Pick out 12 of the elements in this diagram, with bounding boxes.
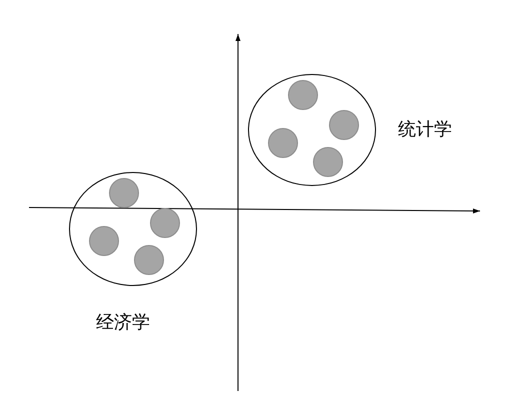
data-point [134, 245, 164, 275]
data-point [268, 128, 298, 158]
data-point [329, 110, 359, 140]
data-point [288, 80, 318, 110]
data-point [150, 208, 180, 238]
data-point [109, 178, 139, 208]
group-label: 经济学 [96, 314, 150, 332]
data-point [313, 147, 343, 177]
data-point [89, 226, 119, 256]
group-label: 统计学 [398, 121, 452, 139]
group-ellipse [248, 74, 376, 186]
group-ellipse [69, 172, 197, 286]
